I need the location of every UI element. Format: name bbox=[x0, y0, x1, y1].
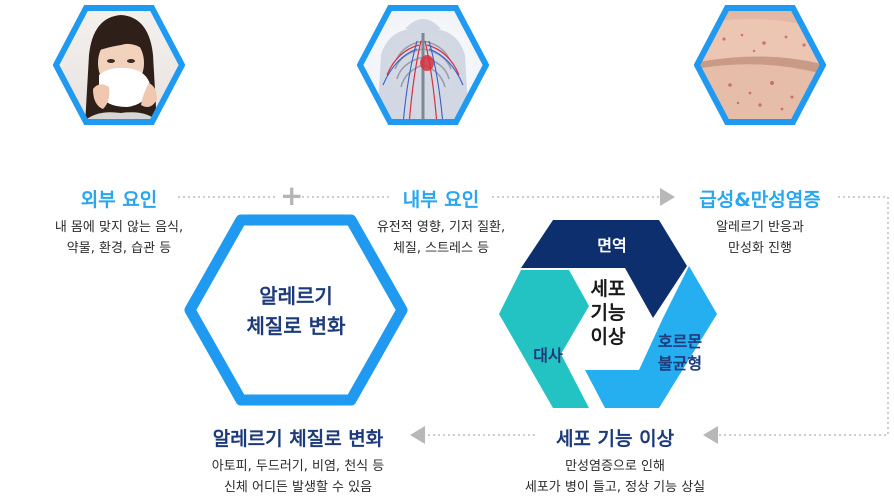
cycle-center-line-1: 세포 bbox=[590, 278, 626, 300]
allergy-center-line-2: 체질로 변화 bbox=[246, 314, 346, 338]
inflammation-desc-line-2: 만성화 진행 bbox=[728, 241, 792, 256]
internal-desc-line-1: 유전적 영향, 기저 질환, bbox=[376, 220, 506, 235]
cycle-label-metabolism: 대사 bbox=[533, 346, 563, 365]
internal-factor-desc: 유전적 영향, 기저 질환, 체질, 스트레스 등 bbox=[361, 217, 521, 259]
arrow-left-icon bbox=[703, 426, 718, 444]
external-factor-title: 외부 요인 bbox=[80, 189, 158, 211]
cycle-center-line-3: 이상 bbox=[590, 326, 626, 348]
cell-dysfunction-desc: 만성염증으로 인해 세포가 병이 들고, 정상 기능 상실 bbox=[500, 456, 730, 498]
cycle-label-hormone: 호르몬 불균형 bbox=[640, 331, 720, 375]
cycle-hormone-line-1: 호르몬 bbox=[657, 332, 703, 351]
internal-desc-line-2: 체질, 스트레스 등 bbox=[392, 241, 490, 256]
allergy-change-desc-line-2: 신체 어디든 발생할 수 있음 bbox=[223, 480, 373, 495]
cell-desc-line-1: 만성염증으로 인해 bbox=[565, 459, 665, 474]
cycle-center-label: 세포 기능 이상 bbox=[578, 277, 638, 349]
allergy-change-desc: 아토피, 두드러기, 비염, 천식 등 신체 어디든 발생할 수 있음 bbox=[178, 456, 418, 498]
allergy-center-line-1: 알레르기 bbox=[259, 284, 333, 308]
allergy-constitution-hexagon bbox=[184, 214, 408, 406]
internal-factor-title: 내부 요인 bbox=[402, 189, 480, 211]
allergy-constitution-label: 알레르기 체질로 변화 bbox=[196, 281, 396, 341]
plus-icon: + bbox=[280, 179, 304, 212]
cycle-segment-immune bbox=[521, 220, 687, 318]
allergy-change-title: 알레르기 체질로 변화 bbox=[212, 428, 384, 450]
inflammation-desc: 알레르기 반응과 만성화 진행 bbox=[690, 217, 830, 259]
arrow-left-icon bbox=[410, 426, 425, 444]
inflammation-image bbox=[694, 5, 826, 125]
allergy-change-desc-line-1: 아토피, 두드러기, 비염, 천식 등 bbox=[211, 459, 385, 474]
cell-function-cycle-diagram bbox=[499, 220, 717, 408]
cell-desc-line-2: 세포가 병이 들고, 정상 기능 상실 bbox=[524, 480, 706, 495]
cell-dysfunction-title: 세포 기능 이상 bbox=[555, 428, 675, 450]
external-desc-line-1: 내 몸에 맞지 않는 음식, bbox=[54, 220, 184, 235]
external-factor-desc: 내 몸에 맞지 않는 음식, 약물, 환경, 습관 등 bbox=[44, 217, 194, 259]
cycle-segment-metabolism bbox=[499, 270, 589, 408]
inflammation-desc-line-1: 알레르기 반응과 bbox=[716, 220, 804, 235]
internal-factor-image bbox=[357, 5, 489, 125]
cycle-segment-hormone bbox=[585, 266, 717, 408]
inflammation-title: 급성&만성염증 bbox=[699, 189, 821, 211]
cycle-center-line-2: 기능 bbox=[590, 302, 626, 324]
arrow-right-icon bbox=[660, 188, 675, 206]
dotted-line-inflammation-down bbox=[718, 196, 889, 436]
cycle-hormone-line-2: 불균형 bbox=[657, 354, 703, 373]
cycle-label-immune: 면역 bbox=[597, 236, 627, 255]
external-desc-line-2: 약물, 환경, 습관 등 bbox=[66, 241, 172, 256]
external-factor-image bbox=[53, 5, 185, 125]
